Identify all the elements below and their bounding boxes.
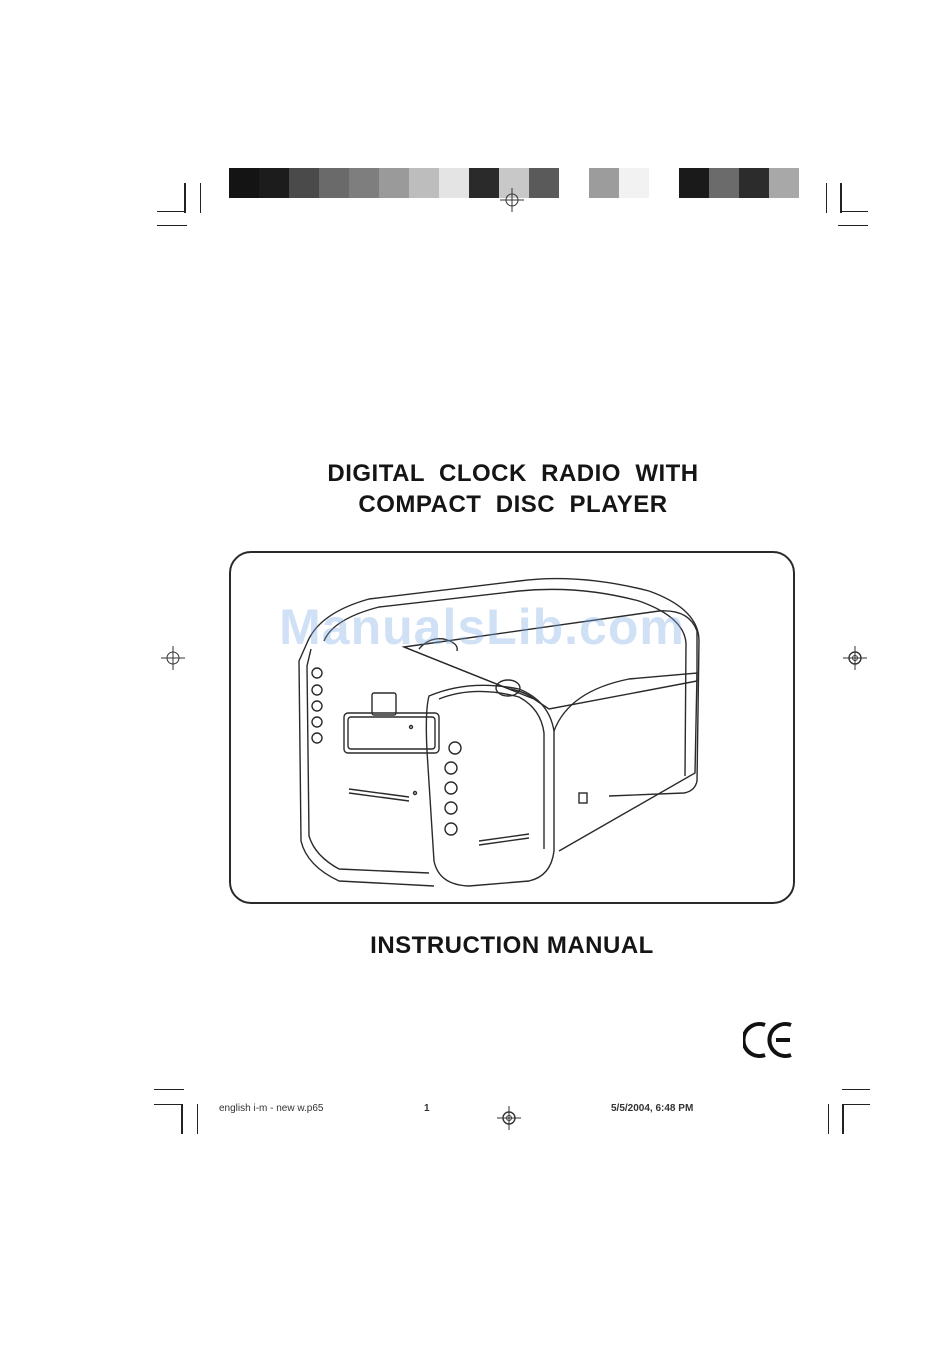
- title-line-2: COMPACT DISC PLAYER: [0, 489, 950, 520]
- crop-mark: [840, 211, 868, 212]
- watermark: ManualsLib.com: [0, 598, 950, 656]
- color-swatch: [379, 168, 409, 198]
- color-swatch: [649, 168, 679, 198]
- crop-mark: [828, 1104, 829, 1134]
- color-swatch: [349, 168, 379, 198]
- document-title: DIGITAL CLOCK RADIO WITH COMPACT DISC PL…: [0, 458, 950, 520]
- crop-mark: [197, 1104, 198, 1134]
- crop-mark: [184, 183, 186, 213]
- color-swatch: [259, 168, 289, 198]
- color-swatch: [289, 168, 319, 198]
- crop-mark: [840, 183, 842, 213]
- color-swatch: [439, 168, 469, 198]
- crop-mark: [842, 1104, 870, 1105]
- footer-filename: english i-m - new w.p65: [219, 1103, 324, 1114]
- color-swatch: [769, 168, 799, 198]
- crop-mark: [154, 1104, 182, 1105]
- color-swatch: [709, 168, 739, 198]
- color-swatch: [229, 168, 259, 198]
- title-line-1: DIGITAL CLOCK RADIO WITH: [0, 458, 950, 489]
- footer-timestamp: 5/5/2004, 6:48 PM: [611, 1103, 693, 1114]
- crop-mark: [181, 1104, 183, 1134]
- color-swatch: [319, 168, 349, 198]
- color-swatch: [469, 168, 499, 198]
- crop-mark: [154, 1089, 184, 1090]
- document-subtitle: INSTRUCTION MANUAL: [0, 932, 950, 960]
- ce-mark-icon: [743, 1020, 797, 1060]
- crop-mark: [842, 1089, 870, 1090]
- crop-mark: [200, 183, 201, 213]
- color-swatch: [739, 168, 769, 198]
- crop-mark: [842, 1104, 844, 1134]
- crop-mark: [826, 183, 827, 213]
- crop-mark: [157, 225, 187, 226]
- color-swatch: [679, 168, 709, 198]
- color-swatch: [589, 168, 619, 198]
- registration-mark-icon: [500, 188, 524, 212]
- color-swatch: [619, 168, 649, 198]
- color-swatch: [409, 168, 439, 198]
- crop-mark: [157, 211, 185, 212]
- crop-mark: [838, 225, 868, 226]
- registration-mark-icon: [497, 1106, 521, 1130]
- color-swatch: [529, 168, 559, 198]
- footer-page-number: 1: [424, 1103, 430, 1114]
- color-swatch: [559, 168, 589, 198]
